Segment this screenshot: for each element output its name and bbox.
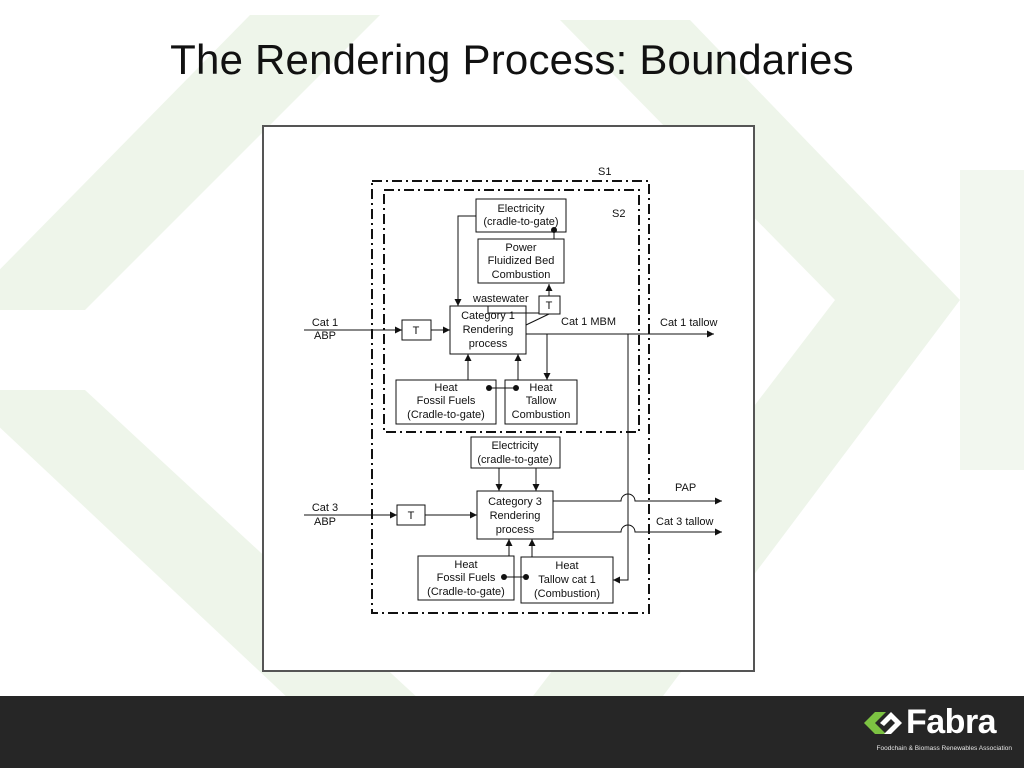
box-heat-tallow-cat1 [520, 556, 614, 604]
box-heat-fossil-cat3 [417, 555, 515, 601]
box-heat-tallow-line1: Heat [529, 382, 552, 394]
arrow-mbm-to-transport [525, 313, 550, 326]
box-heat-tallow-cat1-line3: (Combustion) [534, 588, 600, 600]
background-diamond-shape [0, 15, 380, 310]
box-heat-fossil-cat3-line3: (Cradle-to-gate) [427, 586, 505, 598]
box-power-fbc [477, 238, 565, 284]
background-diamond-shape [560, 20, 960, 300]
box-power-fbc-line3: Combustion [492, 269, 551, 281]
box-category3-line1: Category 3 [488, 496, 542, 508]
label-wastewater: wastewater [472, 293, 529, 305]
junction-dot [486, 385, 492, 391]
box-heat-fossil-cat1-line1: Heat [434, 382, 457, 394]
junction-dot [501, 574, 507, 580]
brand-tagline: Foodchain & Biomass Renewables Associati… [876, 745, 1013, 752]
label-cat1-abp-line2: ABP [314, 330, 336, 342]
box-category1-line3: process [469, 338, 508, 350]
junction-dot [551, 227, 557, 233]
box-heat-fossil-cat1 [395, 379, 497, 425]
junction-dot [513, 385, 519, 391]
box-heat-fossil-cat1-line3: (Cradle-to-gate) [407, 409, 485, 421]
brand-name: Fabra [906, 703, 997, 741]
box-category3-line3: process [496, 524, 535, 536]
box-heat-tallow-line2: Tallow [526, 395, 557, 407]
label-cat1-tallow: Cat 1 tallow [660, 317, 718, 329]
box-category1-rendering [449, 305, 527, 355]
box-heat-fossil-cat3-line2: Fossil Fuels [437, 572, 496, 584]
box-electricity-cat3 [470, 436, 561, 469]
box-transport-wastewater-label: T [546, 300, 553, 312]
arrow-electricity-to-category1 [454, 215, 476, 306]
box-electricity-cat3-line2: (cradle-to-gate) [477, 454, 552, 466]
label-cat3-abp-line2: ABP [314, 516, 336, 528]
rendering-boundary-diagram: S1 S2 Electricity (cradle-to-gate) Power… [304, 166, 722, 614]
label-pap: PAP [675, 482, 696, 494]
box-heat-tallow-cat1-line2: Tallow cat 1 [538, 574, 595, 586]
box-electricity-cat1-line2: (cradle-to-gate) [483, 216, 558, 228]
box-electricity-cat3-line1: Electricity [491, 440, 539, 452]
box-heat-fossil-cat3-line1: Heat [454, 559, 477, 571]
boundary-s1-label: S1 [598, 166, 611, 178]
box-category1-line2: Rendering [463, 324, 514, 336]
diagram-frame: S1 S2 Electricity (cradle-to-gate) Power… [262, 125, 755, 672]
box-electricity-cat1-line1: Electricity [497, 203, 545, 215]
box-heat-tallow-line3: Combustion [512, 409, 571, 421]
box-category3-line2: Rendering [490, 510, 541, 522]
junction-dot [523, 574, 529, 580]
fabra-logo-icon [864, 712, 902, 734]
boundary-s1 [371, 180, 650, 614]
arrow-wastewater-to-transport [487, 306, 539, 314]
footer-bar [0, 696, 1024, 768]
boundary-s2 [383, 189, 640, 433]
label-cat3-tallow: Cat 3 tallow [656, 516, 714, 528]
box-power-fbc-line1: Power [505, 242, 537, 254]
label-cat3-abp-line1: Cat 3 [312, 502, 338, 514]
arrow-category3-to-cat3-tallow [553, 524, 722, 536]
box-transport-cat1-label: T [413, 325, 420, 337]
background-diamond-shape [960, 170, 1024, 470]
box-category3-rendering [476, 490, 554, 540]
box-power-fbc-line2: Fluidized Bed [488, 255, 555, 267]
box-electricity-cat1 [475, 198, 567, 233]
label-cat1-mbm: Cat 1 MBM [561, 316, 616, 328]
arrow-cat1-tallow-to-cat3-heat [613, 334, 629, 584]
label-cat1-abp-line1: Cat 1 [312, 317, 338, 329]
box-heat-fossil-cat1-line2: Fossil Fuels [417, 395, 476, 407]
box-transport-cat3-label: T [408, 510, 415, 522]
arrow-category3-to-pap [553, 493, 722, 505]
boundary-s2-label: S2 [612, 208, 625, 220]
box-heat-tallow-cat1-line1: Heat [555, 560, 578, 572]
slide-title: The Rendering Process: Boundaries [170, 36, 854, 83]
